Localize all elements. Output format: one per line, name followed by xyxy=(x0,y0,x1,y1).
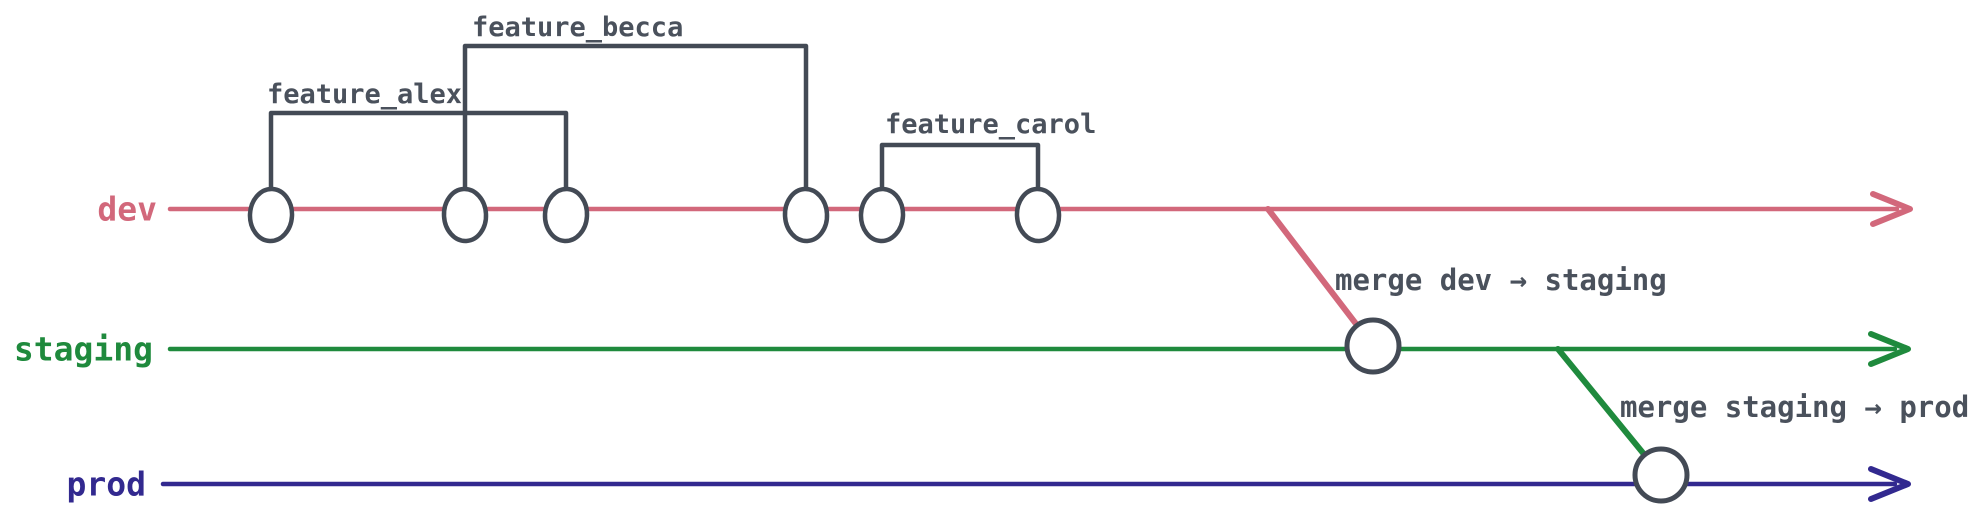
branch-label-staging: staging xyxy=(14,330,153,369)
merge-label-merge-dev-staging: merge dev → staging xyxy=(1335,263,1667,297)
bracket-feature_carol xyxy=(879,142,1041,208)
commit-node xyxy=(441,186,489,244)
feature-label-feature_becca: feature_becca xyxy=(472,12,683,43)
branch-label-prod: prod xyxy=(67,465,146,504)
branch-label-dev: dev xyxy=(97,190,157,229)
merge-forks xyxy=(1265,206,1664,478)
bracket-feature_becca xyxy=(462,43,809,208)
merge-label-merge-staging-prod: merge staging → prod xyxy=(1620,390,1969,424)
feature-label-feature_alex: feature_alex xyxy=(267,79,462,110)
fork-edge-merge-dev-staging xyxy=(1265,206,1376,349)
merge-commit-node-merge-dev-staging xyxy=(1344,317,1402,375)
branch-arrowhead-dev-icon xyxy=(1870,191,1913,227)
feature-label-feature_carol: feature_carol xyxy=(885,109,1096,140)
commit-node xyxy=(542,186,590,244)
commit-node xyxy=(858,186,906,244)
commit-node xyxy=(247,186,295,244)
commit-node xyxy=(782,186,830,244)
branch-arrowhead-prod-icon xyxy=(1868,466,1911,502)
merge-commit-node-merge-staging-prod xyxy=(1632,446,1690,504)
commit-node xyxy=(1014,186,1062,244)
commit-nodes xyxy=(247,186,1690,504)
labels: dev staging prod merge dev → staging merge s… xyxy=(14,12,1969,504)
feature-brackets xyxy=(268,43,1041,208)
bracket-feature_alex xyxy=(268,110,569,208)
branch-arrowhead-staging-icon xyxy=(1868,331,1911,367)
